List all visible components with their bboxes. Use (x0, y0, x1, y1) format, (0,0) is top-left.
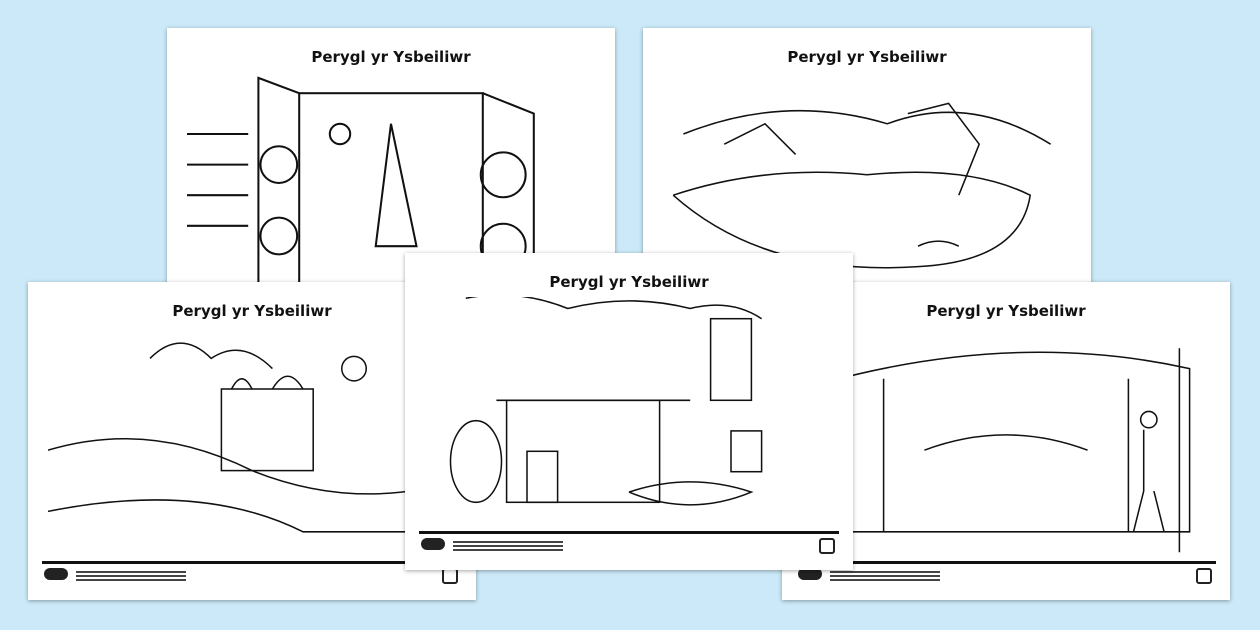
sheet-title: Perygl yr Ysbeiliwr (787, 48, 947, 66)
sheet-title: Perygl yr Ysbeiliwr (926, 302, 1086, 320)
market-illustration (801, 326, 1210, 554)
cave-workshop-illustration (425, 294, 833, 524)
desert-city-illustration (47, 326, 457, 554)
sheet-footer (419, 531, 839, 560)
publisher-logo (44, 568, 68, 580)
badge-icon (819, 538, 835, 554)
sheet-footer (42, 561, 462, 590)
sheet-title: Perygl yr Ysbeiliwr (549, 273, 709, 291)
badge-icon (442, 568, 458, 584)
sheet-title: Perygl yr Ysbeiliwr (311, 48, 471, 66)
coloring-sheet-cave-workshop: Perygl yr Ysbeiliwr (405, 253, 853, 570)
coloring-sheet-desert-city: Perygl yr Ysbeiliwr (28, 282, 476, 600)
publisher-logo (798, 568, 822, 580)
publisher-logo (421, 538, 445, 550)
sheet-footer (796, 561, 1216, 590)
sheet-title: Perygl yr Ysbeiliwr (172, 302, 332, 320)
badge-icon (1196, 568, 1212, 584)
doorway-illustration (187, 72, 595, 299)
coloring-sheet-market: Perygl yr Ysbeiliwr (782, 282, 1230, 600)
